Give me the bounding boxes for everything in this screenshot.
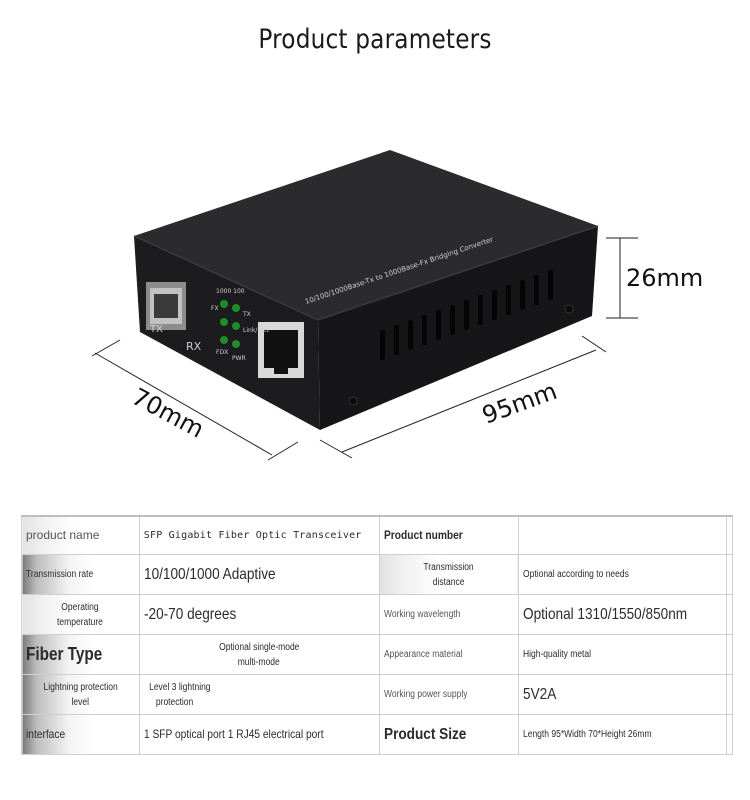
- spec-label: Fiber Type: [21, 634, 140, 675]
- port-tx-label: TX: [149, 324, 163, 335]
- product-image: 10/100/1000Base-Tx to 1000Base-Fx Bridgi…: [91, 150, 703, 461]
- spec-value: -20-70 degrees: [138, 594, 380, 635]
- converter-device: 10/100/1000Base-Tx to 1000Base-Fx Bridgi…: [133, 150, 599, 430]
- table-row: interface 1 SFP optical port 1 RJ45 elec…: [21, 714, 734, 755]
- spec-value: 5V2A: [518, 674, 727, 715]
- ventilation-slots: [380, 270, 553, 360]
- width-dimension-label: 70mm: [127, 383, 208, 444]
- spec-table: product name SFP Gigabit Fiber Optic Tra…: [21, 515, 734, 755]
- rj45-port: [258, 322, 304, 378]
- spec-label: Appearance material: [378, 634, 520, 675]
- spec-value: Optional according to needs: [518, 554, 727, 595]
- page-title: Product parameters: [258, 24, 492, 55]
- spec-value: High-quality metal: [518, 634, 727, 675]
- led-pwr-label: PWR: [232, 355, 246, 362]
- led-fx-label: FX: [211, 305, 219, 312]
- spec-value: Length 95*Width 70*Height 26mm: [518, 714, 727, 755]
- table-row: Transmission rate 10/100/1000 Adaptive T…: [21, 554, 734, 595]
- spec-label: product name: [21, 515, 140, 555]
- height-dimension-label: 26mm: [626, 264, 703, 292]
- spec-label: Working power supply: [378, 674, 520, 715]
- spec-label: interface: [21, 714, 140, 755]
- spec-label: Working wavelength: [378, 594, 520, 635]
- led-tx-label: TX: [242, 311, 251, 318]
- spec-value: [518, 515, 727, 555]
- port-rx-label: RX: [186, 340, 202, 353]
- dimension-lines: [91, 237, 638, 461]
- device-side-face: [318, 226, 598, 430]
- table-row: product name SFP Gigabit Fiber Optic Tra…: [21, 515, 734, 555]
- sfp-port: [146, 282, 186, 330]
- status-leds: [220, 300, 240, 348]
- spec-value: Optional 1310/1550/850nm: [518, 594, 727, 635]
- spec-value: 1 SFP optical port 1 RJ45 electrical por…: [138, 714, 380, 755]
- length-dimension-label: 95mm: [478, 377, 560, 430]
- spec-value: SFP Gigabit Fiber Optic Transceiver: [138, 515, 380, 555]
- led-top-label: 1000 100: [216, 288, 245, 295]
- spec-label: Transmission rate: [21, 554, 140, 595]
- led-fdx-label: FDX: [216, 349, 228, 356]
- spec-label: Product Size: [378, 714, 520, 755]
- led-link-label: Link/ Act: [243, 327, 270, 334]
- spec-value: 10/100/1000 Adaptive: [138, 554, 380, 595]
- device-top-face: [134, 150, 598, 320]
- spec-label: Product number: [378, 515, 520, 555]
